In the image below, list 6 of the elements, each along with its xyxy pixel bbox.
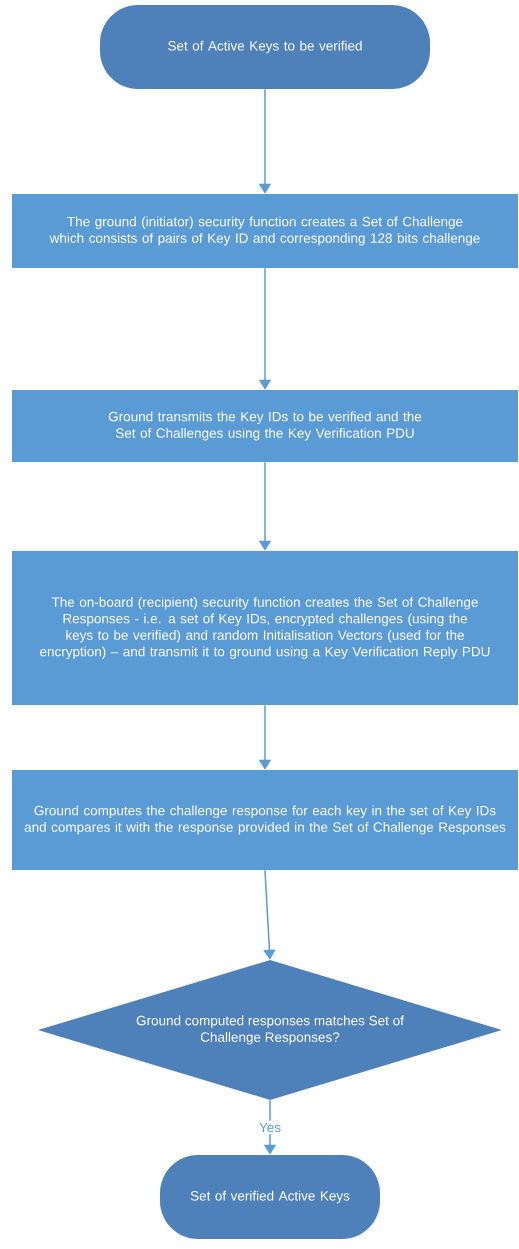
process-box: The on-board (recipient) security function creates the Set of Challenge Responses - i.e. a set of Key IDs, encrypted challenges (using the keys to be verified) and random Initialisation Vectors (used for the encryption) – and transmit it to ground using a Key Verification Reply PDU — [12, 551, 518, 705]
arrow — [263, 869, 276, 960]
process-box: Ground transmits the Key IDs to be verified and the Set of Challenges using the Key Verification PDU — [12, 390, 518, 462]
process-box: Ground computes the challenge response for each key in the set of Key IDs and compares it with the response provided in the Set of Challenge Responses — [12, 770, 518, 870]
edge-label: Yes — [257, 1120, 283, 1135]
process-box: The ground (initiator) security function creates a Set of Challenge which consists of pairs of Key ID and corresponding 128 bits challenge — [12, 194, 518, 268]
